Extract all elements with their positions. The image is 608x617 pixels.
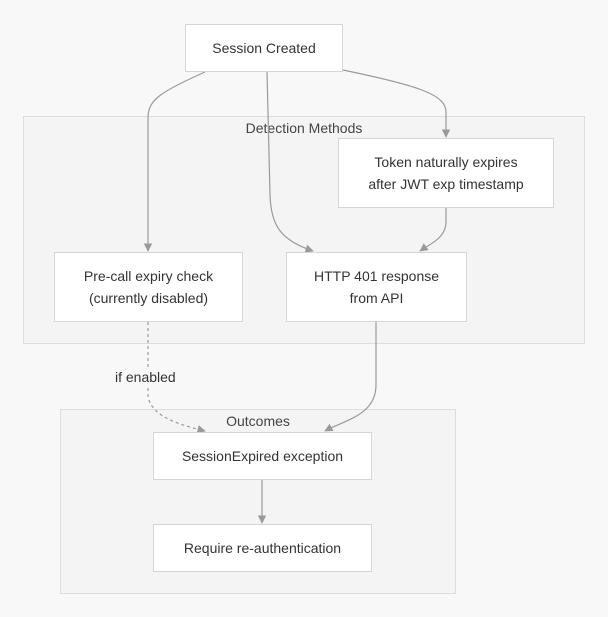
node-precall-check-label: Pre-call expiry check (currently disable… <box>83 268 214 306</box>
node-reauth-label: Require re-authentication <box>183 540 342 556</box>
node-session-expired-label: SessionExpired exception <box>181 448 344 464</box>
cluster-outcomes-label: Outcomes <box>226 413 290 429</box>
node-token-expires-label: Token naturally expires after JWT exp ti… <box>368 154 524 192</box>
node-precall-check: Pre-call expiry check (currently disable… <box>54 252 243 322</box>
node-session-created: Session Created <box>185 24 343 72</box>
node-session-expired: SessionExpired exception <box>153 432 372 480</box>
node-http-401: HTTP 401 response from API <box>286 252 467 322</box>
node-http-401-label: HTTP 401 response from API <box>313 268 440 306</box>
cluster-detection-methods-label: Detection Methods <box>245 120 363 136</box>
node-reauth: Require re-authentication <box>153 524 372 572</box>
node-token-expires: Token naturally expires after JWT exp ti… <box>338 138 554 208</box>
node-session-created-label: Session Created <box>212 40 316 56</box>
edge-label-if-enabled: if enabled <box>113 368 178 386</box>
